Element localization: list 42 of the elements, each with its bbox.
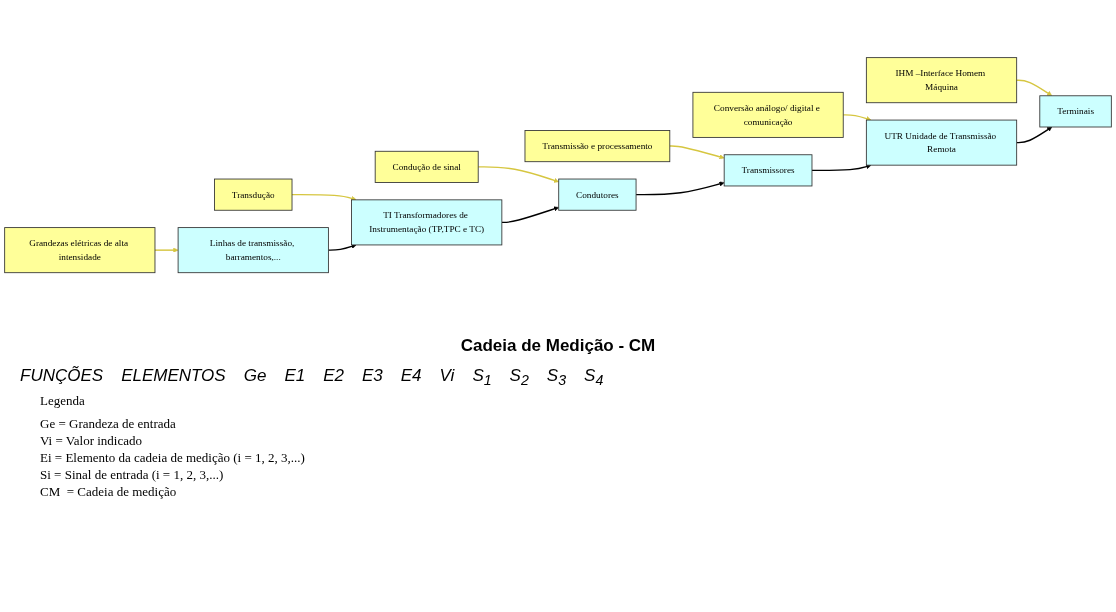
- arrow: [477, 166, 559, 183]
- arrow: [501, 206, 559, 223]
- arrow: [1015, 79, 1053, 96]
- arrow: [291, 193, 357, 201]
- node-box: TI Transformadores de Instrumentação (TP,TPC e TC): [351, 199, 503, 246]
- node-box: UTR Unidade de Transmissão Remota: [865, 119, 1018, 166]
- node-box: Grandezas elétricas de alta intensidade: [4, 227, 156, 273]
- legend-entry: CM = Cadeia de medição: [40, 483, 178, 501]
- legend-title: Legenda: [40, 392, 86, 410]
- symbol-label: S$_{1}$: [472, 366, 492, 389]
- legend-entry: Vi = Valor indicado: [40, 432, 143, 450]
- symbol-label: Vi: [439, 366, 455, 387]
- arrow: [154, 247, 179, 253]
- symbol-label: E2: [323, 366, 344, 387]
- node-box: Transdução: [214, 178, 293, 211]
- arrow: [811, 164, 872, 171]
- arrow: [842, 113, 872, 121]
- node-box: Conversão análogo/ digital e comunicação: [692, 91, 844, 138]
- arrow: [669, 145, 725, 160]
- symbol-label: Ge: [243, 366, 267, 387]
- section-label: ELEMENTOS: [121, 366, 226, 387]
- node-box: Condução de sinal: [374, 150, 479, 183]
- node-box: IHM –Interface Homem Máquina: [865, 57, 1018, 103]
- node-box: Condutores: [558, 178, 637, 211]
- caption: Cadeia de Medição - CM: [459, 336, 657, 356]
- node-box: Transmissores: [723, 154, 813, 187]
- legend-entry: Ge = Grandeza de entrada: [40, 415, 177, 433]
- legend-entry: Ei = Elemento da cadeia de medição (i = 1, 2, 3,...): [40, 449, 306, 467]
- symbol-label: E3: [361, 366, 383, 387]
- arrow: [1015, 126, 1053, 144]
- node-box: Transmissão e processamento: [524, 129, 671, 162]
- symbol-label: S$_{2}$: [509, 366, 529, 389]
- section-label: FUNÇÕES: [20, 366, 104, 387]
- legend-entry: Si = Sinal de entrada (i = 1, 2, 3,...): [40, 466, 225, 484]
- arrow: [635, 181, 725, 196]
- symbol-label: S$_{4}$: [584, 366, 604, 389]
- arrow: [327, 243, 357, 251]
- symbol-label: S$_{3}$: [546, 366, 567, 389]
- node-box: Linhas de transmissão, barramentos,...: [177, 227, 329, 273]
- symbol-label: E4: [400, 366, 422, 387]
- node-box: Terminais: [1039, 95, 1112, 128]
- symbol-label: E1: [284, 366, 306, 387]
